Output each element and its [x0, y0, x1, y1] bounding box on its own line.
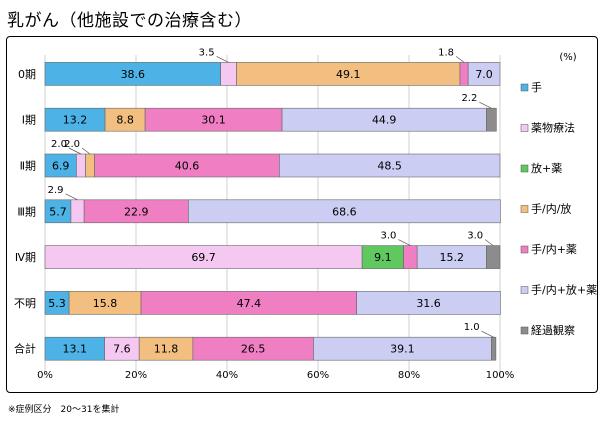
x-tick-label: 60%: [307, 370, 329, 381]
data-label: 3.5: [199, 47, 215, 58]
x-tick-label: 80%: [398, 370, 420, 381]
callout-line: [455, 56, 465, 63]
callout-line: [484, 239, 494, 246]
data-label: 22.9: [124, 205, 149, 218]
data-label: 5.7: [49, 205, 67, 218]
data-label: 15.2: [440, 251, 465, 264]
legend-swatch: [520, 286, 529, 294]
x-tick-label: 40%: [216, 370, 238, 381]
data-label: 9.1: [374, 251, 392, 264]
bar-segment-薬物療法: [220, 62, 237, 86]
legend-swatch: [520, 83, 529, 92]
legend-label: 手/内+薬: [531, 242, 577, 256]
category-label: 不明: [14, 297, 36, 310]
bar-segment-手-内-放-薬: [279, 153, 501, 178]
bar-segment-経過観察: [486, 245, 501, 269]
category-label: Ⅳ期: [15, 251, 36, 264]
data-label: 39.1: [390, 343, 415, 356]
data-label: 15.8: [93, 297, 118, 310]
legend-label: 手/内+放+薬: [531, 283, 597, 297]
x-tick-label: 0%: [37, 370, 53, 381]
bar-segment-手-内-薬: [459, 62, 469, 86]
data-label: 1.8: [438, 47, 454, 58]
data-label: 5.3: [48, 297, 66, 310]
legend-swatch: [520, 164, 529, 173]
x-tick-label: 20%: [125, 370, 147, 381]
page-title: 乳がん（他施設での治療含む）: [7, 11, 252, 31]
bar-segment-手-内-放-薬: [467, 62, 501, 86]
legend-swatch: [520, 124, 529, 132]
legend-swatch: [520, 326, 529, 335]
category-label: 0期: [18, 68, 36, 81]
x-tick-label: 100%: [486, 370, 515, 381]
data-label: 68.6: [332, 205, 357, 218]
data-label: 8.8: [116, 114, 134, 127]
legend-label: 手: [531, 80, 542, 94]
data-label: 2.0: [64, 139, 80, 150]
bar-segment-手-内-放-薬: [356, 291, 501, 315]
stacked-bar-chart: 0% 20% 40% 60% 80% 100% 0期 38.6 49.1 7.0 3.5 1.8Ⅰ期 1…: [14, 47, 597, 381]
data-label: 48.5: [377, 160, 402, 173]
bar-segment-薬物療法: [76, 153, 86, 178]
category-label: Ⅰ期: [22, 114, 36, 127]
data-label: 2.9: [48, 185, 64, 196]
data-label: 44.9: [372, 114, 397, 127]
data-label: 2.2: [461, 93, 477, 104]
legend-label: 経過観察: [531, 323, 575, 337]
data-label: 6.9: [52, 160, 70, 173]
data-label: 47.4: [237, 297, 262, 310]
data-label: 31.6: [416, 297, 441, 310]
bar-segment-経過観察: [491, 336, 497, 361]
callout-line: [216, 56, 229, 63]
callout-line: [479, 101, 492, 109]
data-label: 7.6: [113, 343, 131, 356]
bar-segment-手-内-薬: [403, 245, 418, 269]
legend-swatch: [520, 205, 529, 213]
callout-line: [65, 193, 78, 201]
data-label: 7.0: [475, 68, 493, 81]
legend-swatch: [520, 245, 529, 254]
legend-label: 手/内/放: [531, 202, 571, 216]
category-label: 合計: [14, 342, 36, 356]
callout-line: [481, 330, 494, 338]
callout-line: [81, 147, 91, 155]
data-label: 40.6: [175, 160, 200, 173]
data-label: 3.0: [467, 231, 483, 242]
data-label: 13.2: [63, 114, 88, 127]
unit-label: (%): [559, 52, 576, 63]
legend-label: 放+薬: [531, 161, 562, 175]
data-label: 3.0: [380, 231, 396, 242]
data-label: 2.0: [51, 139, 67, 150]
data-label: 30.1: [201, 114, 226, 127]
category-label: Ⅲ期: [17, 205, 36, 218]
data-label: 13.1: [63, 343, 88, 356]
data-label: 69.7: [191, 251, 216, 264]
data-label: 26.5: [241, 343, 266, 356]
data-label: 38.6: [121, 68, 146, 81]
data-label: 11.8: [154, 343, 179, 356]
data-label: 1.0: [464, 322, 480, 333]
bar-segment-薬物療法: [70, 199, 85, 224]
bar-segment-経過観察: [486, 107, 497, 132]
callout-line: [68, 147, 82, 155]
callout-line: [398, 239, 411, 246]
data-label: 49.1: [336, 68, 361, 81]
footnote: ※症例区分 20～31を集計: [8, 405, 120, 415]
bar-segment-手-内-放-薬: [188, 199, 501, 224]
bar-segment-手-内-放: [85, 153, 95, 178]
legend-label: 薬物療法: [531, 121, 575, 135]
category-label: Ⅱ期: [20, 160, 36, 173]
